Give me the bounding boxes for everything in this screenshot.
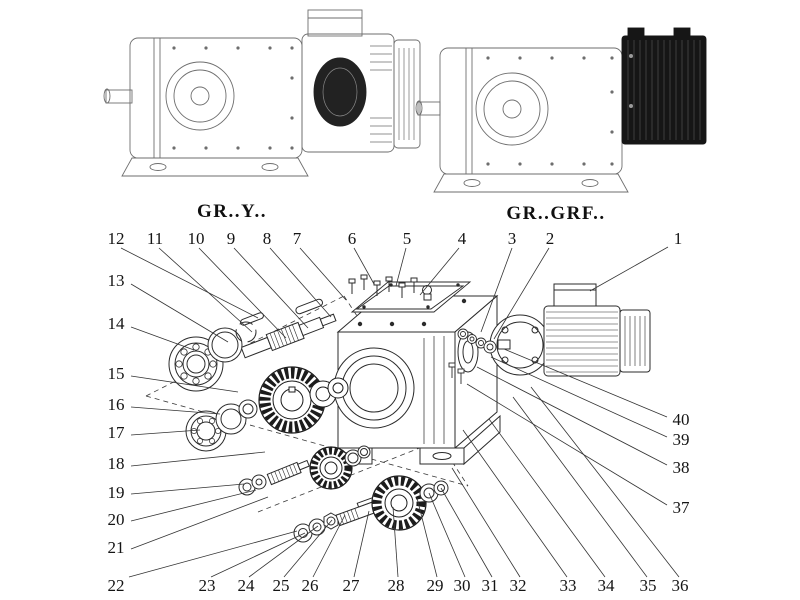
input-shaft [240,298,337,359]
gearmotor-gr-grf-drawing [415,27,707,193]
callout-14: 14 [107,314,125,333]
callout-25: 25 [272,576,290,595]
callout-40: 40 [672,410,690,429]
model-label-gr-y: GR..Y.. [197,201,267,222]
callout-18: 18 [107,454,125,473]
callout-22: 22 [107,576,125,595]
housing-cover-plate [350,281,472,313]
callout-34: 34 [597,576,615,595]
leader-lines [120,246,680,578]
input-bearing-and-seal [168,321,257,392]
gear-housing [327,294,501,466]
callout-35: 35 [639,576,657,595]
cover-bolts [348,274,432,301]
callout-20: 20 [107,510,125,529]
callout-30: 30 [453,576,471,595]
intermediate-bearings [185,399,258,452]
callout-32: 32 [509,576,527,595]
callout-24: 24 [237,576,255,595]
callout-15: 15 [107,364,125,383]
callout-3: 3 [507,229,517,248]
motor-mounting-hardware [448,328,497,384]
callout-37: 37 [672,498,690,517]
callout-8: 8 [262,229,272,248]
callout-39: 39 [672,430,690,449]
callout-1: 1 [673,229,683,248]
callout-27: 27 [342,576,360,595]
callout-9: 9 [226,229,236,248]
callout-12: 12 [107,229,125,248]
gearmotor-gr-y-drawing [103,9,421,177]
motor [489,283,651,377]
callout-28: 28 [387,576,405,595]
output-shaft-set [293,475,449,543]
callout-38: 38 [672,458,690,477]
callout-16: 16 [107,395,125,414]
pinion-shaft-set [238,445,371,496]
callout-7: 7 [292,229,302,248]
model-label-gr-grf: GR..GRF.. [506,203,606,224]
callout-29: 29 [426,576,444,595]
callout-6: 6 [347,229,357,248]
callout-13: 13 [107,271,125,290]
callout-33: 33 [559,576,577,595]
callout-21: 21 [107,538,125,557]
callout-19: 19 [107,483,125,502]
callout-5: 5 [402,229,412,248]
callout-2: 2 [545,229,555,248]
callout-26: 26 [301,576,319,595]
callout-23: 23 [198,576,216,595]
callout-4: 4 [457,229,467,248]
callout-11: 11 [146,229,164,248]
callout-10: 10 [187,229,205,248]
callout-31: 31 [481,576,499,595]
callout-36: 36 [671,576,689,595]
helical-gear-large [258,366,349,434]
callout-17: 17 [107,423,125,442]
